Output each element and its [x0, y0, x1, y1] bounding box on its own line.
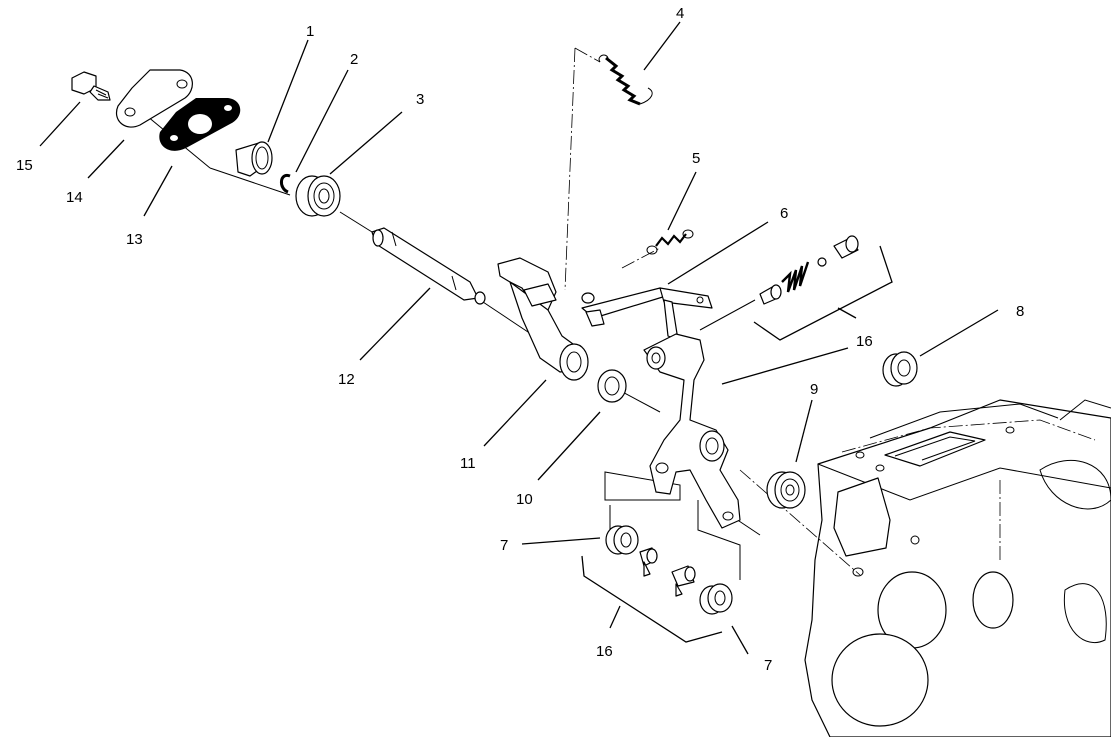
callout-7a: 7 [500, 537, 508, 554]
gasket [159, 98, 241, 151]
callout-labels: 1 2 3 4 5 6 7 7 8 9 10 11 12 13 14 15 16… [16, 5, 1024, 674]
callout-15: 15 [16, 157, 33, 174]
bushing-upper [882, 351, 918, 387]
callout-16c: 16 [596, 643, 613, 660]
washer [597, 369, 627, 403]
extension-spring-small [646, 229, 694, 255]
bushing-left [605, 525, 639, 555]
callout-8: 8 [1016, 303, 1024, 320]
detent-kit-upper [759, 235, 859, 305]
callout-12: 12 [338, 371, 355, 388]
bushing-right [699, 583, 733, 615]
callout-11: 11 [460, 455, 476, 472]
shift-fork [643, 333, 741, 529]
shaft [371, 227, 486, 305]
callout-14: 14 [66, 189, 83, 206]
callout-4: 4 [676, 5, 684, 22]
callout-6: 6 [780, 205, 788, 222]
callout-16a: 16 [856, 333, 873, 350]
assembly-lines [129, 47, 861, 580]
lever-arm [497, 257, 589, 381]
callout-13: 13 [126, 231, 143, 248]
callout-9: 9 [810, 381, 818, 398]
leader-lines [39, 21, 999, 655]
bracket-plate [581, 287, 713, 341]
callout-1: 1 [306, 23, 314, 40]
detent-kit-lower [639, 547, 696, 597]
cover-plate [116, 69, 193, 128]
ball-bearing-lower [766, 471, 806, 509]
extension-spring-upper [598, 54, 653, 106]
ball-bearing [295, 175, 341, 217]
callout-10: 10 [516, 491, 533, 508]
callout-5: 5 [692, 150, 700, 167]
bearing-sleeve [235, 141, 273, 177]
bolt [71, 71, 111, 101]
callout-7b: 7 [764, 657, 772, 674]
engine-block [804, 399, 1111, 737]
callout-2: 2 [350, 51, 358, 68]
callout-3: 3 [416, 91, 424, 108]
retaining-ring [280, 173, 291, 194]
